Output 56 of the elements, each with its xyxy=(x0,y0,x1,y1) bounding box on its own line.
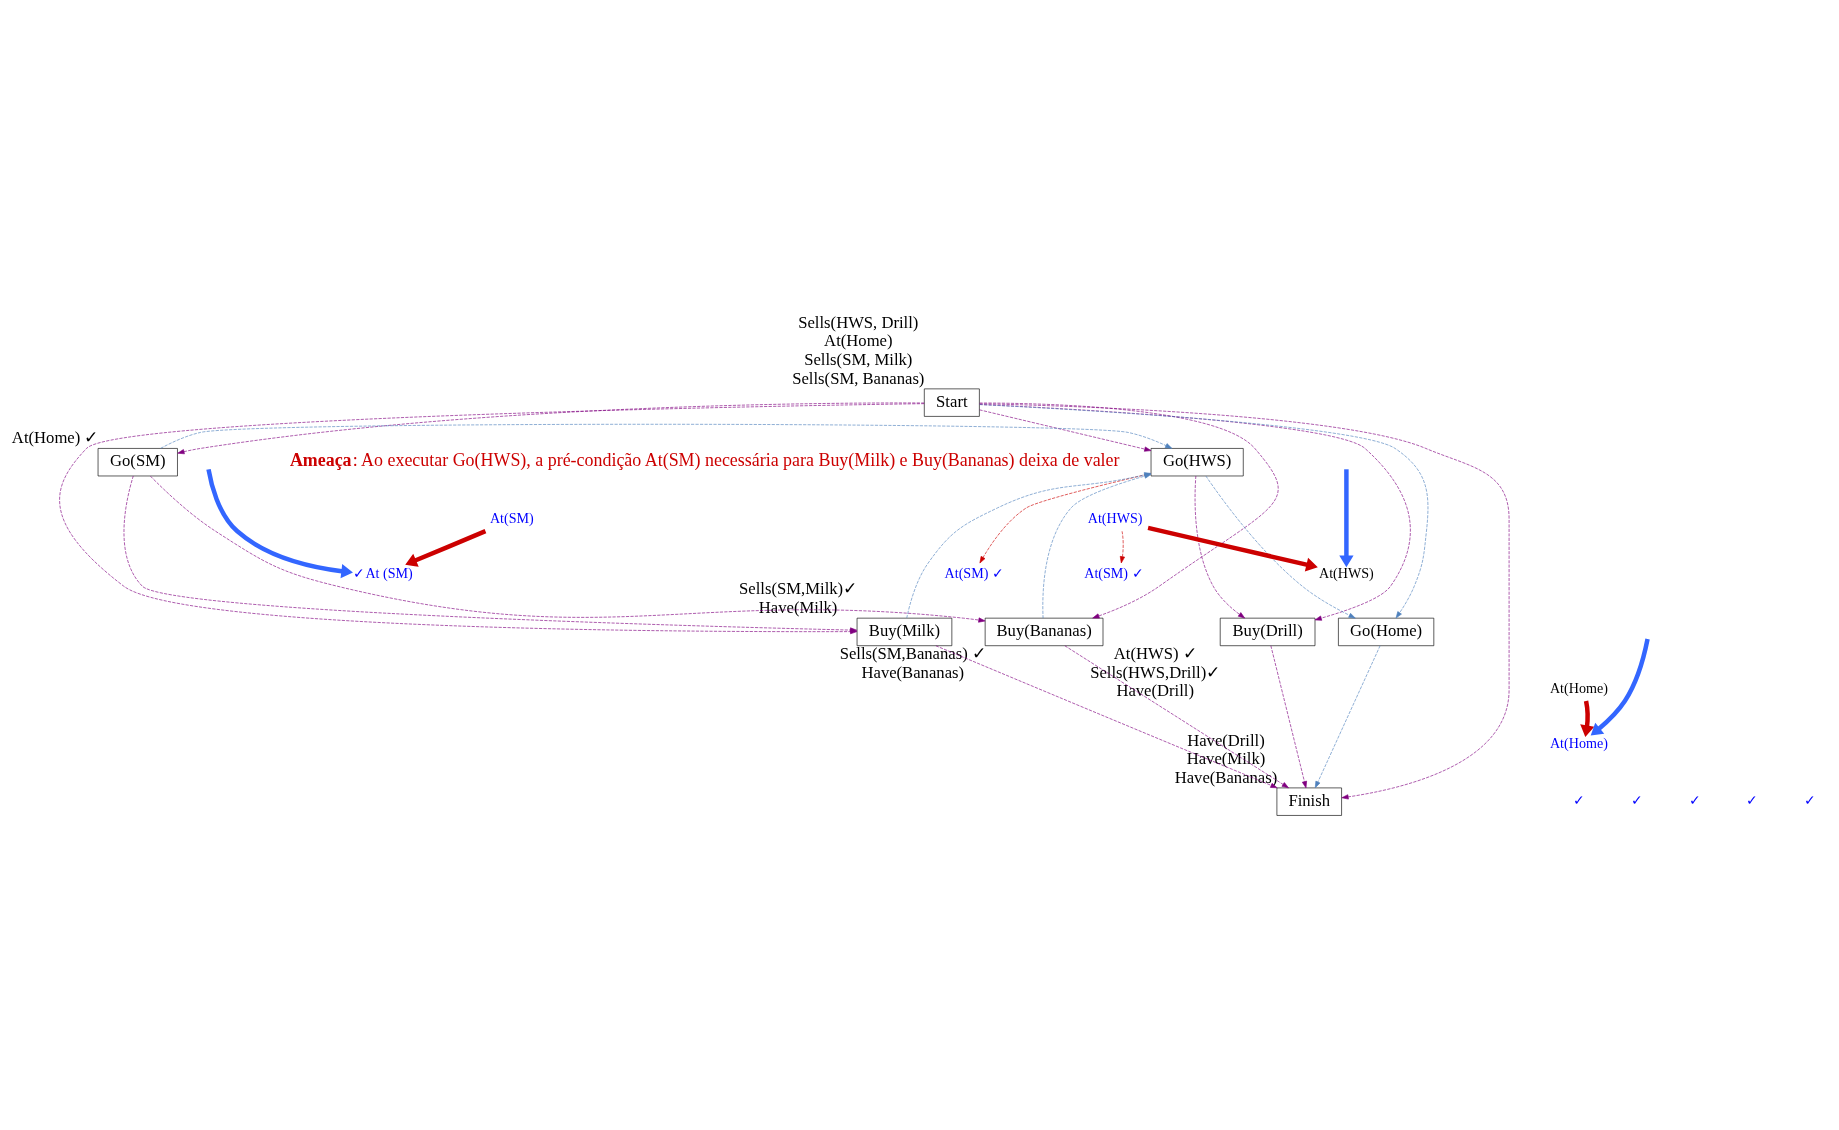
node-box: Go(SM) xyxy=(97,448,178,477)
node-text: At(HWS) xyxy=(1087,510,1143,527)
arrow xyxy=(1580,700,1595,737)
arrow xyxy=(1064,645,1289,789)
node-label: Have(Drill) xyxy=(1116,681,1195,701)
node-text: At(SM) xyxy=(489,510,534,527)
node-label: Have(Milk) xyxy=(1186,749,1266,769)
node-label: Have(Bananas) xyxy=(1174,767,1278,787)
node-label: At(Home) ✓ xyxy=(11,428,99,448)
label: ✓ xyxy=(1746,792,1759,809)
node-label: At(Home) xyxy=(824,331,893,351)
arrow xyxy=(1205,475,1356,619)
node-text: At(SM) ✓ xyxy=(1084,565,1144,582)
node-text: At(SM) ✓ xyxy=(944,565,1004,582)
node-box: Buy(Bananas) xyxy=(984,617,1104,647)
arrow xyxy=(979,402,1279,619)
label: ✓ xyxy=(1631,792,1644,809)
node-label: At(HWS) ✓ xyxy=(1113,644,1197,664)
node-box: Buy(Milk) xyxy=(856,617,953,647)
node-text: At(HWS) xyxy=(1319,565,1374,582)
arrow xyxy=(1580,638,1650,737)
arrow xyxy=(1270,645,1307,789)
node-label: Sells(SM,Milk)✓ xyxy=(739,579,858,599)
node-box: Finish xyxy=(1276,787,1342,816)
label: Ameaça: Ao executar Go(HWS), a pré-condição At(SM) necessária para Buy(Milk) e Buy(Bananas) deixa de valer xyxy=(289,449,1120,470)
node-text: ✓At (SM) xyxy=(353,565,413,582)
node-label: Have(Milk) xyxy=(758,597,838,617)
arrow xyxy=(1194,475,1245,619)
node-box: Buy(Drill) xyxy=(1219,617,1316,647)
arrow xyxy=(1339,469,1354,568)
node-label: Have(Drill) xyxy=(1187,730,1265,750)
arrow xyxy=(177,402,925,455)
node-box: Go(Home) xyxy=(1338,617,1435,647)
node-label: Sells(SM,Bananas) ✓ xyxy=(839,644,986,664)
node-box: Start xyxy=(923,388,980,417)
label: ✓ xyxy=(1804,792,1817,809)
node-label: Sells(SM, Milk) xyxy=(804,350,913,370)
arrow xyxy=(206,468,353,579)
node-label: Sells(HWS, Drill) xyxy=(798,312,919,332)
arrow xyxy=(1147,525,1318,572)
arrow xyxy=(979,403,1510,800)
arrow xyxy=(1119,531,1125,564)
label: ✓ xyxy=(1688,792,1701,809)
node-text: At(Home) xyxy=(1549,734,1608,751)
arrow xyxy=(1314,645,1381,789)
label: ✓ xyxy=(1573,792,1586,809)
arrow xyxy=(405,529,487,567)
arrow xyxy=(935,645,1278,789)
arrow xyxy=(150,475,986,623)
node-label: Sells(HWS,Drill)✓ xyxy=(1090,662,1221,682)
arrow xyxy=(160,423,1173,449)
node-box: Go(HWS) xyxy=(1150,448,1244,477)
node-label: Have(Bananas) xyxy=(861,662,965,682)
node-text: At(Home) xyxy=(1549,679,1608,696)
node-label: Sells(SM, Bananas) xyxy=(792,368,925,388)
arrow xyxy=(979,409,1152,452)
